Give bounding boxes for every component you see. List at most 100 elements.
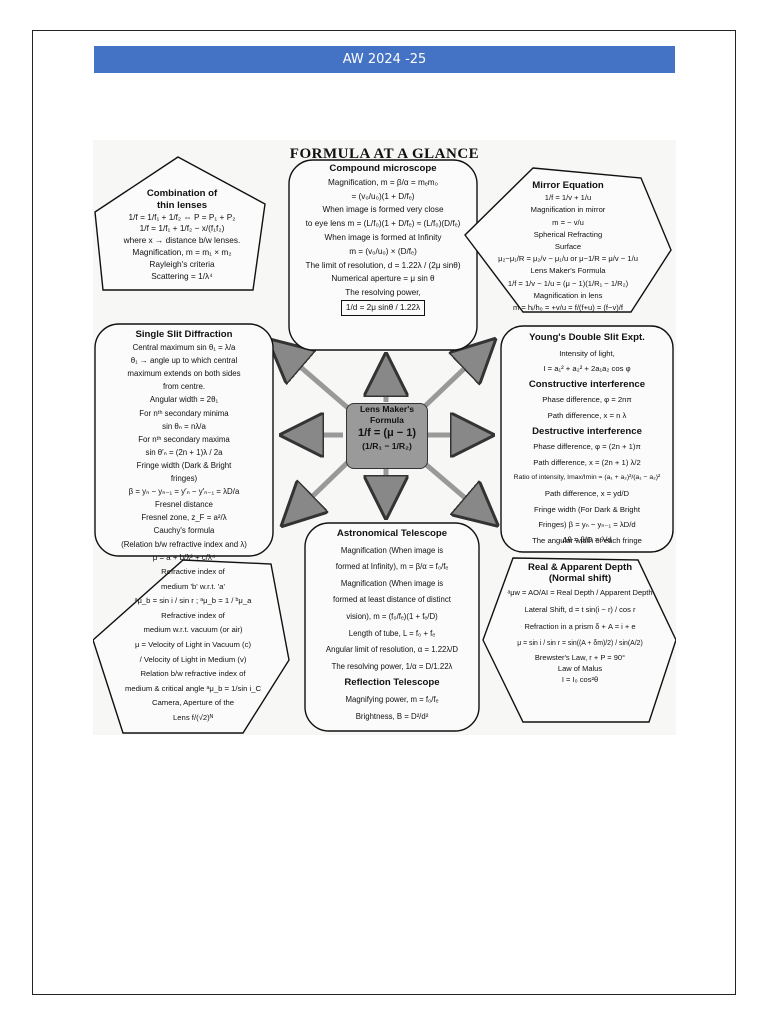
formula-line: Angular limit of resolution, α = 1.22λ/D: [325, 645, 459, 655]
panel-mirror: Mirror Equation 1/f = 1/v + 1/u Magnific…: [473, 180, 663, 314]
formula-line: m = hᵢ/h₀ = +v/u = f/(f+u) = (f−v)/f: [512, 303, 624, 313]
formula-line: Destructive interference: [532, 425, 642, 437]
formula-line: When image is formed at Infinity: [324, 232, 442, 242]
young-last-line: Δθ = β/D = λ/d: [503, 534, 671, 546]
formula-line: (Relation b/w refractive index and λ): [121, 539, 247, 549]
formula-line: Reflection Telescope: [344, 677, 440, 689]
formula-sheet-image: FORMULA AT A GLANCE: [93, 140, 676, 735]
formula-line: 1/f = 1/f₁ + 1/f₂ − x/(f₁f₂): [139, 223, 225, 234]
formula-line: I = I₀ cos²θ: [561, 675, 599, 684]
formula-line: μ = a + b/λ² + c/λ⁴: [152, 552, 216, 562]
formula-line: Intensity of light,: [559, 348, 615, 358]
formula-line: medium w.r.t. vacuum (or air): [143, 625, 243, 635]
formula-line: Constructive interference: [528, 378, 646, 390]
panel-frames: [93, 156, 676, 734]
frame-mirror: [464, 167, 672, 313]
formula-line: Magnification (When image is: [340, 578, 444, 588]
arrows: [275, 345, 491, 520]
formula-line: ᵃμw = AO/AI = Real Depth / Apparent Dept…: [507, 588, 653, 597]
formula-line: For nᵗʰ secondary minima: [139, 408, 229, 418]
formula-line: The limit of resolution, d = 1.22λ / (2μ…: [305, 260, 461, 270]
formula-line: Fresnel zone, z_F = a²/λ: [141, 513, 227, 523]
formula-line: Camera, Aperture of the: [151, 698, 235, 708]
panel-heading: thin lenses: [156, 199, 208, 211]
panel-heading: Single Slit Diffraction: [135, 329, 233, 340]
formula-line: vision), m = (f₀/fₑ)(1 + fₑ/D): [346, 611, 438, 621]
center-line: Formula: [370, 415, 404, 425]
formula-line: Angular width = 2θ₁: [149, 395, 219, 405]
center-line: Lens Maker's: [359, 404, 415, 414]
frame-refractive: [93, 559, 290, 734]
formula-line: μ = sin i / sin r = sin((A + δm)/2) / si…: [517, 640, 643, 647]
formula-line: Magnifying power, m = f₀/fₑ: [345, 694, 439, 704]
formula-line: Lens Maker's Formula: [530, 266, 606, 276]
formula-line: / Velocity of Light in Medium (v): [139, 654, 247, 664]
frame-compound: [288, 159, 478, 351]
panel-heading: Compound microscope: [329, 163, 437, 174]
panel-heading: Mirror Equation: [532, 180, 604, 191]
panel-combination: Combination of thin lenses 1/f = 1/f₁ + …: [107, 188, 257, 282]
formula-line: medium 'b' w.r.t. 'a': [161, 581, 225, 591]
formula-line: sin θₙ = nλ/a: [162, 421, 206, 431]
center-formula: 1/f = (μ − 1): [357, 427, 417, 439]
formula-line: 1/f = 1/v − 1/u = (μ − 1)(1/R₁ − 1/R₂): [507, 278, 629, 288]
formula-line: Fringe width (For Dark & Bright: [534, 504, 640, 514]
panel-heading: Combination of: [146, 188, 218, 199]
formula-line: Δθ = β/D = λ/d: [562, 535, 612, 544]
formula-line: formed at Infinity), m = β/α = f₀/fₑ: [335, 562, 449, 572]
formula-line: Phase difference, φ = (2n + 1)π: [533, 442, 641, 452]
panel-compound: Compound microscope Magnification, m = β…: [291, 162, 475, 316]
formula-line: maximum extends on both sides: [127, 369, 241, 379]
formula-line: Length of tube, L = f₀ + fₑ: [348, 628, 436, 638]
frame-combination: [94, 156, 266, 291]
panel-single-slit: Single Slit Diffraction Central maximum …: [99, 328, 269, 564]
formula-line: Lateral Shift, d = t sin(i − r) / cos r: [524, 605, 636, 614]
formula-line: θ₁ → angle up to which central: [130, 356, 238, 366]
formula-line: Refractive index of: [161, 610, 225, 620]
formula-line: Law of Malus: [557, 664, 603, 673]
formula-line: Lens f/(√2)ᴺ: [173, 712, 213, 722]
formula-line: Cauchy's formula: [153, 526, 215, 536]
formula-line: formed at least distance of distinct: [333, 595, 451, 605]
formula-line: Magnification, m = m₁ × m₂: [132, 246, 232, 257]
lens-maker-center: Lens Maker's Formula 1/f = (μ − 1) (1/R₁…: [346, 403, 428, 469]
formula-line: Numerical aperture = μ sin θ: [331, 274, 435, 284]
formula-line: Fringes) β = yₙ − yₙ₋₁ = λD/d: [538, 520, 636, 530]
frame-single-slit: [94, 323, 274, 557]
formula-line: The resolving power,: [345, 288, 421, 298]
formula-line: Phase difference, φ = 2nπ: [542, 395, 632, 405]
formula-line: 1/d = 2μ sinθ / 1.22λ: [340, 299, 426, 316]
formula-line: I = a₁² + a₂² + 2a₁a₂ cos φ: [543, 364, 631, 374]
frame-telescope: [304, 522, 480, 732]
formula-line: Spherical Refracting: [533, 229, 603, 239]
formula-line: where x → distance b/w lenses.: [123, 235, 241, 246]
panel-young: Young's Double Slit Expt. Intensity of l…: [503, 330, 671, 548]
formula-line: The resolving power, 1/α = D/1.22λ: [331, 661, 453, 671]
panel-telescope: Astronomical Telescope Magnification (Wh…: [307, 526, 477, 725]
formula-line: Path difference, x = yd/D: [544, 488, 630, 498]
formula-line: Fringe width (Dark & Bright: [136, 460, 232, 470]
formula-line: Magnification, m = β/α = mₑm₀: [327, 177, 439, 187]
formula-line: from centre.: [162, 382, 206, 392]
sheet-title: FORMULA AT A GLANCE: [289, 146, 480, 162]
header-banner: AW 2024 -25: [94, 46, 675, 73]
panel-heading: (Normal shift): [548, 573, 612, 584]
panel-refractive: Refractive index of medium 'b' w.r.t. 'a…: [101, 565, 285, 726]
panel-real-apparent: Real & Apparent Depth (Normal shift) ᵃμw…: [487, 562, 673, 685]
center-line: (1/R₁ − 1/R₂): [362, 441, 412, 451]
formula-line: sin θ′ₙ = (2n + 1)λ / 2a: [145, 447, 223, 457]
formula-line: Relation b/w refractive index of: [140, 669, 246, 679]
formula-line: Magnification in mirror: [530, 205, 606, 215]
formula-line: Scattering = 1/λ⁴: [151, 270, 213, 281]
formula-line: Rayleigh's criteria: [149, 258, 215, 269]
formula-line: Refractive index of: [161, 567, 225, 576]
formula-line: Surface: [554, 242, 582, 252]
formula-line: 1/f = 1/f₁ + 1/f₂ ⇔ P = P₁ + P₂: [128, 211, 236, 222]
formula-line: medium & critical angle ᵃμ_b = 1/sin i_C: [124, 683, 262, 693]
formula-line: = (v₀/u₀)(1 + D/fₑ): [351, 191, 415, 201]
formula-line: Magnification in lens: [533, 290, 603, 300]
formula-line: m = − v/u: [552, 217, 584, 227]
formula-line: μ₂−μ₁/R = μ₂/v − μ₁/u or μ−1/R = μ/v − 1…: [498, 254, 638, 264]
formula-line: fringes): [170, 474, 198, 484]
formula-line: Path difference, x = (2n + 1) λ/2: [533, 457, 641, 467]
